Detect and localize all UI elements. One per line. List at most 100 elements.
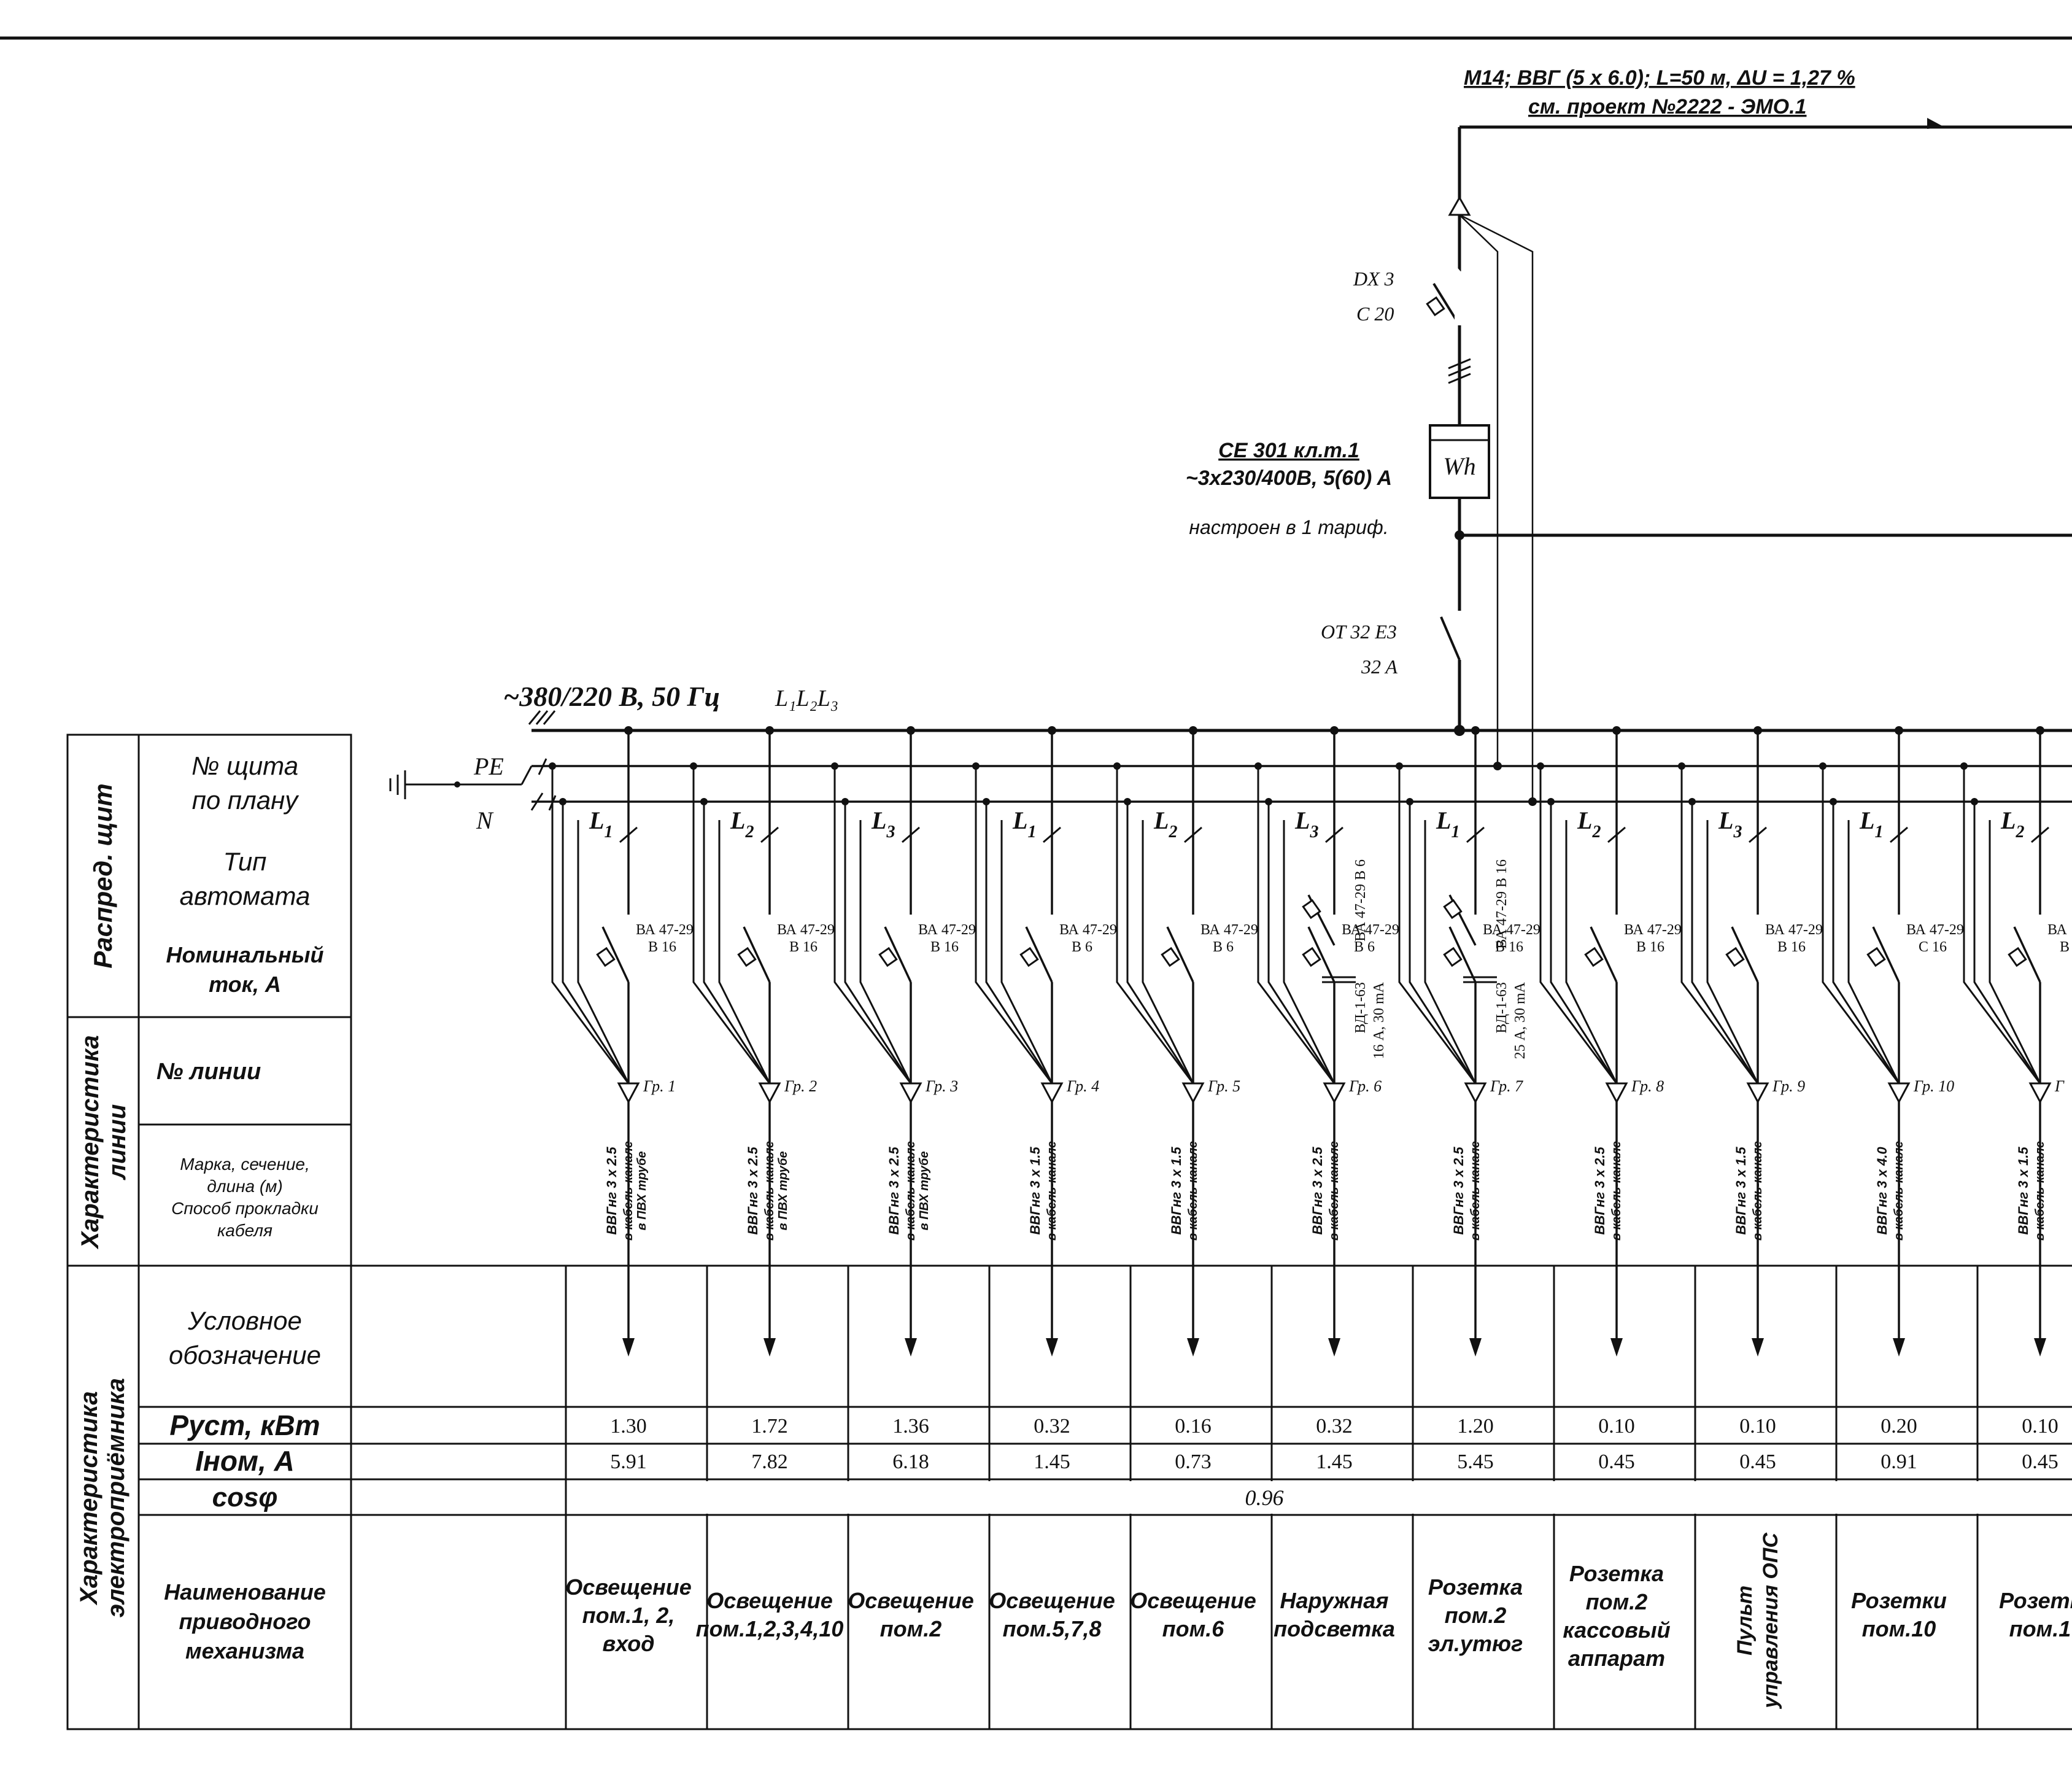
i-value: 0.45: [1739, 1450, 1776, 1473]
rcd-rating: 16 А, 30 mA: [1371, 982, 1387, 1059]
cable-method: в кабель-канале: [622, 1141, 635, 1241]
meter-symbol: Wh: [1443, 452, 1475, 480]
section-line-label: Характеристикалинии: [77, 1035, 131, 1249]
row-cable-label: Марка, сечение,длина (м)Способ прокладки…: [171, 1155, 319, 1240]
section-receiver-label: Характеристикаэлектроприёмника: [75, 1378, 130, 1617]
breaker-contact: [1166, 926, 1194, 983]
supply-phases: L₁L₂L₃: [775, 686, 838, 711]
phase-label: L1: [589, 807, 613, 842]
breaker-gap: [1189, 915, 1197, 982]
i-value: 5.45: [1457, 1450, 1494, 1473]
group-number: Гр. 2: [784, 1077, 817, 1095]
meter-note: настроен в 1 тариф.: [1189, 516, 1388, 538]
group-number: Гр. 3: [925, 1077, 958, 1095]
group-number: Гр. 5: [1207, 1077, 1240, 1095]
breaker-type: ВА: [2047, 922, 2067, 938]
single-phase-mark: [1466, 826, 1485, 843]
pe-conductor: [1539, 766, 1618, 1084]
breaker-trip-box: [1443, 947, 1463, 967]
p-value: 1.36: [892, 1415, 929, 1438]
main-breaker: DX 3 C 20: [1353, 268, 1471, 384]
breaker-contact: [1307, 926, 1336, 983]
p-value: 0.10: [2022, 1415, 2058, 1438]
pe-conductor: [692, 766, 771, 1084]
breaker-gap: [1895, 915, 1903, 982]
breaker-gap: [625, 915, 632, 982]
cable-method: в ПВХ трубе: [918, 1152, 931, 1231]
p-value: 0.32: [1034, 1415, 1070, 1438]
group-cable-mark: [1040, 1082, 1064, 1104]
single-phase-mark: [1043, 826, 1061, 843]
cable-method: в ПВХ трубе: [635, 1152, 649, 1231]
energy-meter: Wh CE 301 кл.т.1 ~3x230/400B, 5(60) A на…: [1186, 424, 1490, 538]
phase-label: L3: [871, 807, 895, 842]
feeder-arrow: [1927, 118, 1944, 129]
n-conductor: [1691, 802, 1759, 1084]
n-conductor: [703, 802, 771, 1084]
load-arrow: [1752, 1338, 1764, 1357]
breaker-rating: В 16: [648, 939, 676, 955]
cable-spec: ВВГнг 3 х 2.5: [604, 1147, 619, 1235]
cable-method: в кабель-канале: [1328, 1141, 1341, 1241]
cable-spec: ВВГнг 3 х 1.5: [1027, 1147, 1043, 1235]
pe-label: PE: [473, 753, 504, 780]
breaker-type: ВА 47-29: [1059, 922, 1117, 938]
breaker-trip-box: [1725, 947, 1745, 967]
cos-merged-cell: [567, 1481, 2072, 1514]
p-value: 1.30: [610, 1415, 647, 1438]
breaker-rating: В 6: [1072, 939, 1092, 955]
load-switch: OT 32 E3 32 A: [1321, 611, 1464, 678]
load-arrow: [1893, 1338, 1905, 1357]
breaker-contact: [1025, 926, 1053, 983]
phase-label: L1: [1436, 807, 1459, 842]
row-cos-label: cosφ: [212, 1482, 278, 1512]
cable-method: в ПВХ трубе: [776, 1152, 790, 1231]
section-distribution-label: Распред. щит: [88, 783, 117, 969]
pe-conductor: [1116, 766, 1194, 1084]
group-number: Гр. 1: [643, 1077, 676, 1095]
breaker-type: ВА 47-29: [1342, 922, 1399, 938]
group-number: Гр. 7: [1490, 1077, 1523, 1095]
busbars: [532, 729, 2072, 803]
main-breaker-rating: C 20: [1356, 303, 1394, 325]
feeder-label: M14; ВВГ (5 х 6.0); L=50 м, ΔU = 1,27 % …: [1464, 66, 1855, 118]
cable-spec: ВВГнг 3 х 1.5: [1169, 1147, 1184, 1235]
n-conductor-inner: [1000, 820, 1053, 1084]
load-arrow: [1328, 1338, 1340, 1357]
pe-conductor: [833, 766, 912, 1084]
breaker-type-vertical: ВА 47-29 В 16: [1494, 859, 1510, 949]
breaker-type: ВА 47-29: [636, 922, 694, 938]
n-conductor: [1126, 802, 1194, 1084]
phase-label: L3: [1718, 807, 1742, 842]
group-number: Гр. 8: [1631, 1077, 1664, 1095]
rcd-type: ВД-1-63: [1494, 982, 1510, 1033]
breaker-trip-box: [737, 947, 757, 967]
rcd-trip-box: [1443, 899, 1463, 920]
single-phase-mark: [2031, 826, 2049, 843]
phase-label: L2: [1577, 807, 1601, 842]
breaker-trip-box: [2008, 947, 2027, 967]
pe-conductor: [975, 766, 1053, 1084]
bus-incomer-node: [1454, 725, 1465, 736]
cable-spec: ВВГнг 3 х 2.5: [1451, 1147, 1466, 1235]
cable-spec: ВВГнг 3 х 1.5: [2016, 1147, 2031, 1235]
row-i-label: Іном, А: [195, 1445, 294, 1477]
single-phase-mark: [619, 826, 638, 843]
n-conductor-inner: [718, 820, 771, 1084]
i-value: 7.82: [751, 1450, 788, 1473]
breaker-rating: В 6: [1213, 939, 1234, 955]
i-value: 0.91: [1881, 1450, 1917, 1473]
n-conductor-inner: [1283, 820, 1336, 1084]
cable-method: в кабель-канале: [1045, 1141, 1059, 1241]
breaker-rating: В 16: [1636, 939, 1664, 955]
group-cable-mark: [1746, 1082, 1769, 1104]
load-arrow: [1187, 1338, 1199, 1357]
pe-conductor: [1398, 766, 1477, 1084]
load-arrow: [1610, 1338, 1623, 1357]
